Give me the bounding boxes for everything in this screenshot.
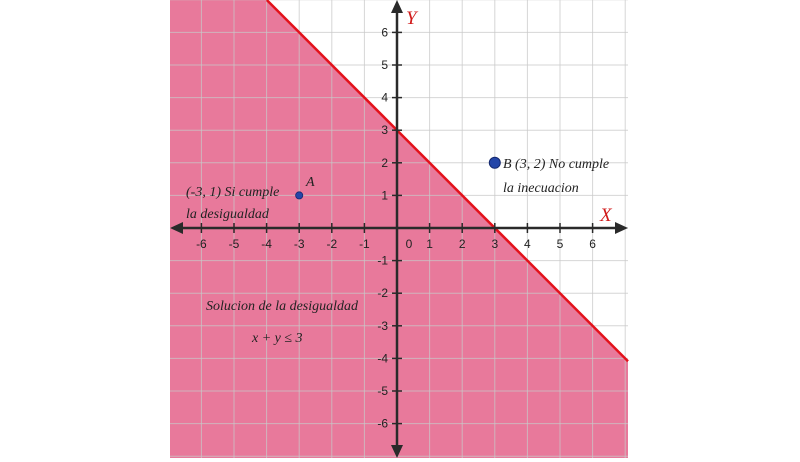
y-tick-label: -4 [377,351,388,365]
point-a-label: A [305,175,315,190]
y-tick-label: -5 [377,384,388,398]
y-tick-label: 5 [381,58,388,72]
y-axis-label: Y [406,8,419,29]
solution-title: Solucion de la desigualdad [206,299,359,314]
tick-marks [200,31,594,425]
x-tick-label: 0 [406,237,413,251]
x-tick-label: 2 [459,237,466,251]
solution-formula: x + y ≤ 3 [251,331,303,346]
x-tick-label: -3 [294,237,305,251]
y-axis-arrow-up [391,0,403,13]
point-a [295,191,304,200]
x-tick-label: -5 [229,237,240,251]
point-b [488,156,501,169]
y-tick-label: -2 [377,286,388,300]
x-tick-label: -1 [359,237,370,251]
x-tick-label: 3 [491,237,498,251]
point-b-caption: la inecuacion [503,181,579,196]
y-tick-label: 3 [381,123,388,137]
y-tick-label: 6 [381,25,388,39]
point-a-caption-line2: la desigualdad [186,207,270,222]
x-tick-label: -2 [326,237,337,251]
boundary-line [265,0,629,363]
y-tick-label: 1 [381,188,388,202]
x-tick-label: 6 [589,237,596,251]
y-tick-label: -3 [377,319,388,333]
point-b-label: B (3, 2) No cumple [503,157,609,172]
x-axis-label: X [599,205,613,226]
x-tick-label: 4 [524,237,531,251]
x-tick-label: -4 [261,237,272,251]
y-tick-label: -1 [377,254,388,268]
point-a-caption-line1: (-3, 1) Si cumple [186,185,279,200]
x-axis-arrow-left [170,222,183,234]
y-tick-label: -6 [377,417,388,431]
x-tick-label: 5 [557,237,564,251]
x-tick-label: 1 [426,237,433,251]
y-tick-label: 2 [381,156,388,170]
x-axis-arrow-right [615,222,628,234]
y-axis-arrow-down [391,445,403,458]
y-tick-label: 4 [381,91,388,105]
x-tick-label: -6 [196,237,207,251]
